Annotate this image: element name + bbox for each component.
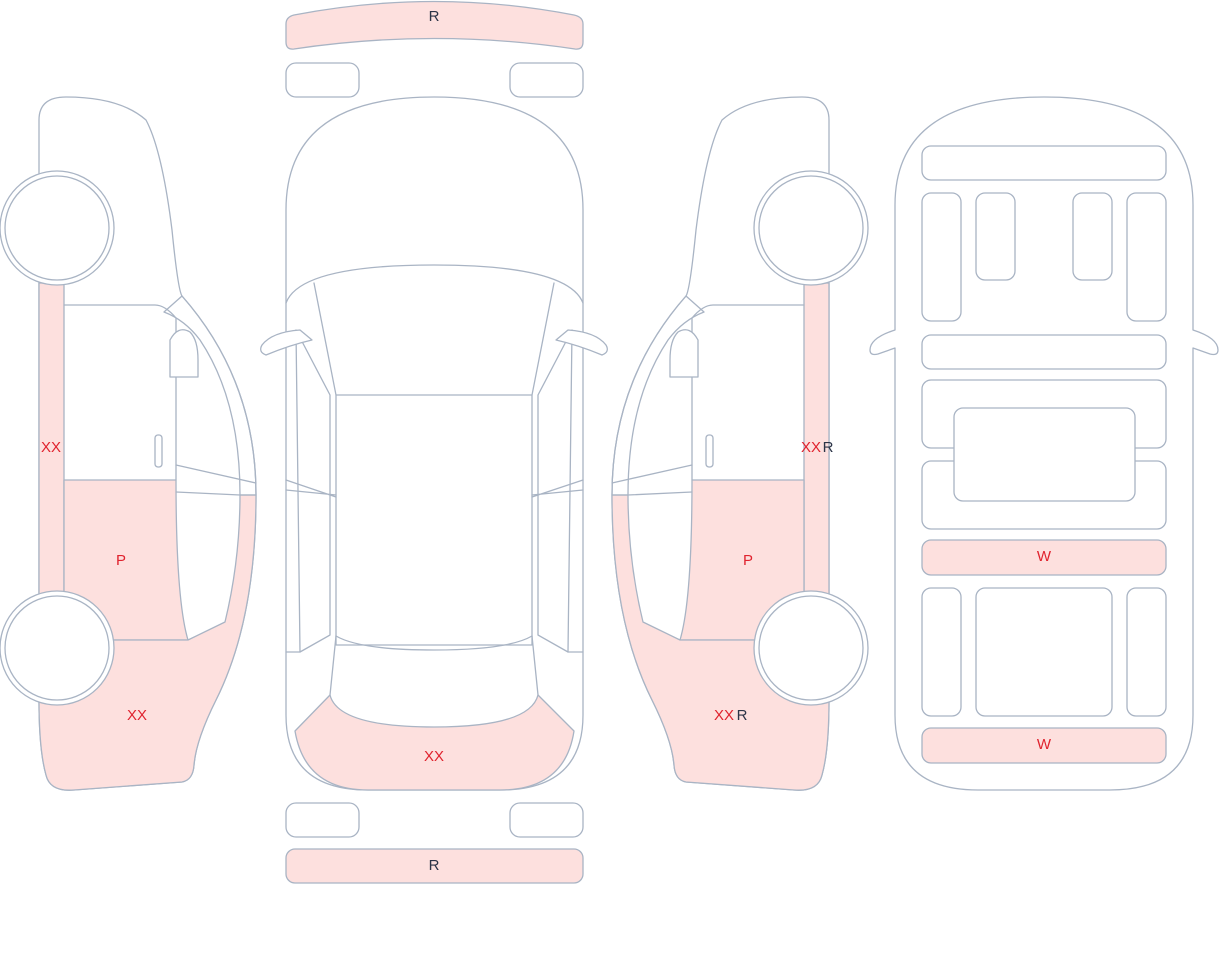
left-belt-line [175,464,257,496]
right-mirror[interactable] [669,329,699,378]
right-rocker-repair-label: R [823,439,834,456]
right-quarter-repair-label: R [737,707,748,724]
left-door-handle[interactable] [154,434,163,468]
front-right-wheel-top[interactable] [509,62,584,98]
roof-lower-curve [335,635,533,651]
left-mirror-top[interactable] [260,329,313,356]
right-quarter-panel[interactable] [611,494,830,791]
left-quarter-panel[interactable] [38,494,257,791]
interior-panel-2[interactable] [921,727,1167,764]
interior-panel-1[interactable] [921,539,1167,576]
windshield-line [285,264,584,304]
left-rear-wheel[interactable] [4,595,110,701]
rear-bumper-label: R [429,857,440,874]
interior-panel-2-label: W [1037,736,1052,753]
driver-seat[interactable] [975,192,1016,281]
left-rocker-label: XX [41,439,61,456]
interior-panel-1-label: W [1037,548,1052,565]
roof-panel[interactable] [335,394,533,646]
rear-right-wheel-top[interactable] [509,802,584,838]
right-rear-wheel[interactable] [758,595,864,701]
right-quarter-damage-label: XX [714,707,734,724]
rear-center-armrest[interactable] [953,407,1136,502]
front-left-wheel-top[interactable] [285,62,360,98]
left-rocker-panel[interactable] [38,282,65,596]
left-front-door-trim[interactable] [921,192,962,322]
center-console-bar[interactable] [921,334,1167,370]
rear-bumper[interactable] [285,848,584,884]
door-seams-top [285,479,584,696]
right-front-wheel[interactable] [758,175,864,281]
rear-left-wheel-top[interactable] [285,802,360,838]
right-belt-line [611,464,693,496]
dashboard-panel[interactable] [921,145,1167,181]
front-bumper-label: R [429,8,440,25]
side-window-lines [295,329,573,653]
left-mirror[interactable] [169,329,199,378]
left-side-view: XX P XX [0,96,257,791]
right-door-handle[interactable] [705,434,714,468]
right-front-door-trim[interactable] [1126,192,1167,322]
cargo-floor[interactable] [975,587,1113,717]
a-pillars [313,282,555,396]
right-window-line [611,295,705,496]
front-bumper[interactable] [285,0,584,50]
right-mirror-top[interactable] [555,329,608,356]
interior-view: W W [869,96,1219,791]
left-quarter-label: XX [127,707,147,724]
hood-label: XX [424,748,444,765]
left-rear-door-label: P [116,552,126,569]
right-rear-door-label: P [743,552,753,569]
right-cargo-trim[interactable] [1126,587,1167,717]
left-cargo-trim[interactable] [921,587,962,717]
top-view: R XX R [260,0,608,884]
left-front-wheel[interactable] [4,175,110,281]
passenger-seat[interactable] [1072,192,1113,281]
left-window-line [163,295,257,496]
right-side-view: XX R P XX R [611,96,869,791]
right-rocker-damage-label: XX [801,439,821,456]
